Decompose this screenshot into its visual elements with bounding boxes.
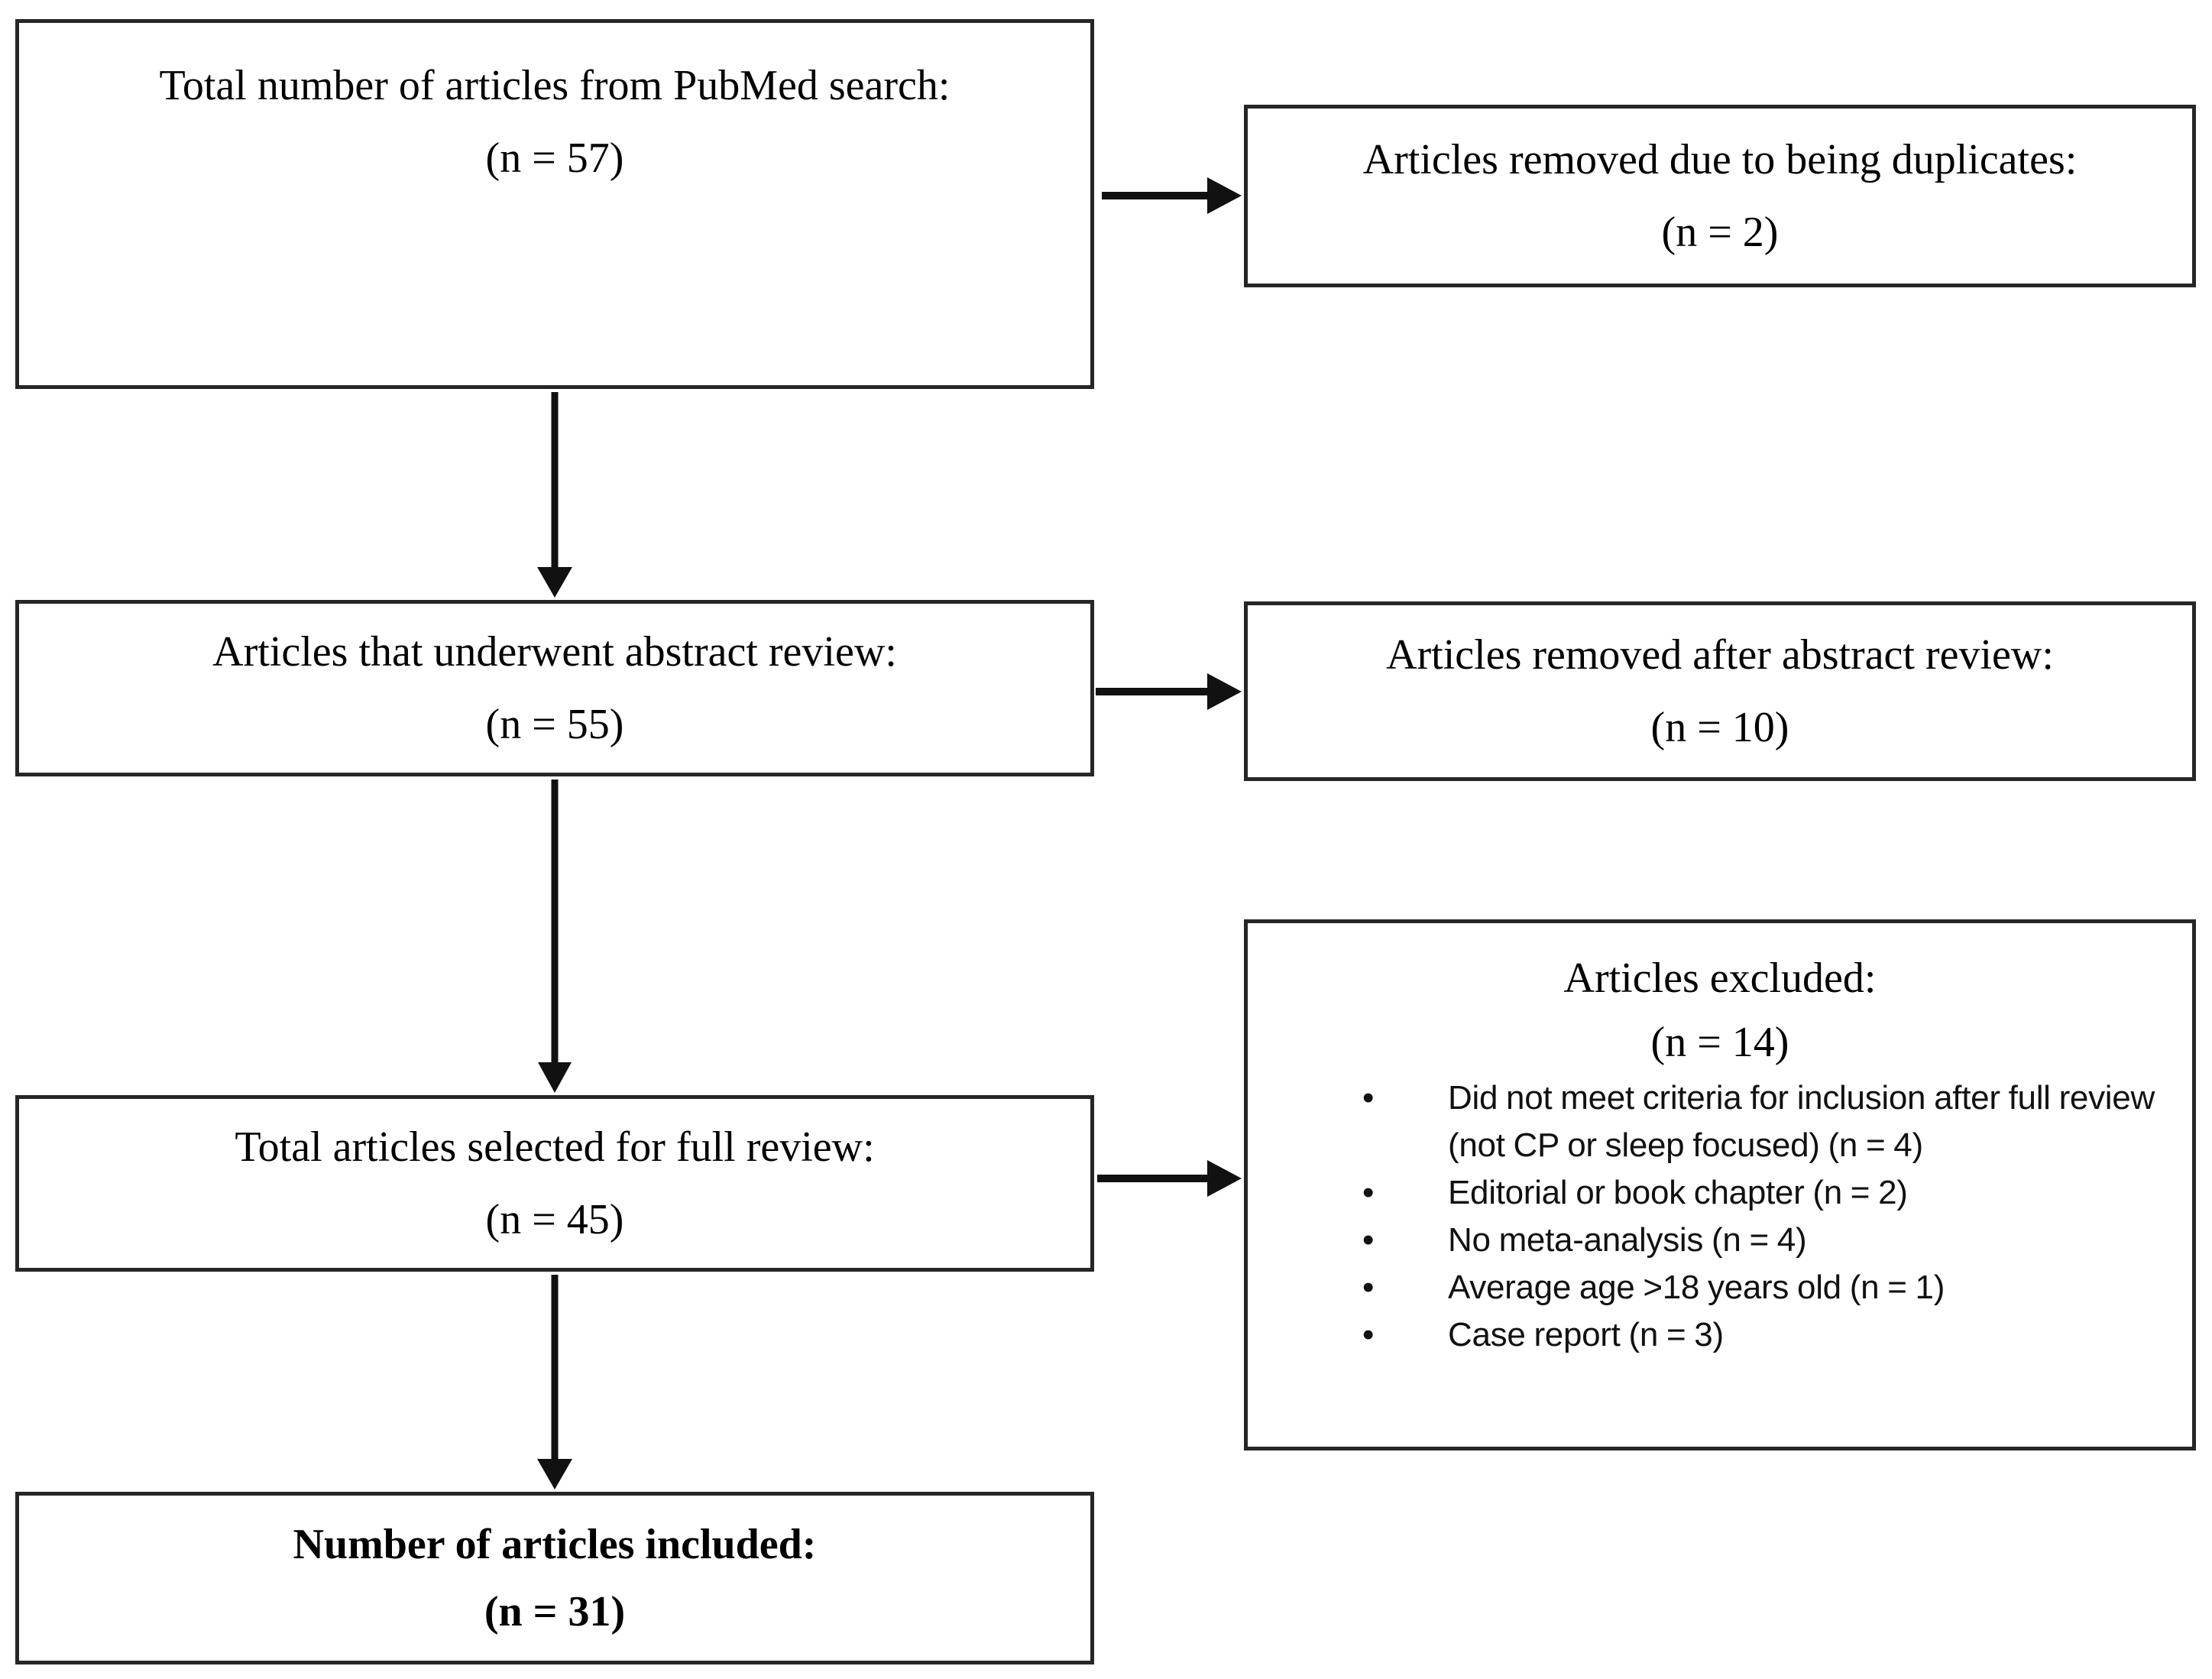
box-pubmed-search-title: Total number of articles from PubMed sea…: [159, 62, 951, 109]
excluded-reason-list: • Did not meet criteria for inclusion af…: [1248, 1074, 2192, 1359]
excluded-reason-text: Did not meet criteria for inclusion afte…: [1448, 1079, 2155, 1164]
arrow-down-abstract-to-full: [538, 780, 572, 1093]
bullet-dot-icon: •: [1362, 1079, 1375, 1117]
arrow-right-abstract-to-removed: [1096, 673, 1242, 710]
box-duplicates-removed-title: Articles removed due to being duplicates…: [1362, 135, 2078, 183]
box-excluded-count: (n = 14): [1650, 1019, 1789, 1066]
box-full-review: Total articles selected for full review:…: [15, 1095, 1094, 1272]
excluded-reason-item: • Editorial or book chapter (n = 2): [1248, 1169, 2192, 1217]
box-abstract-review-count: (n = 55): [485, 700, 624, 748]
box-excluded-title: Articles excluded:: [1563, 955, 1877, 1002]
box-included-count: (n = 31): [484, 1588, 626, 1635]
box-included-title: Number of articles included:: [293, 1521, 817, 1568]
box-full-review-count: (n = 45): [485, 1195, 624, 1243]
bullet-dot-icon: •: [1362, 1221, 1375, 1259]
arrow-down-full-to-included: [537, 1275, 572, 1489]
arrow-down-search-to-abstract: [537, 392, 572, 598]
excluded-reason-text: Editorial or book chapter (n = 2): [1448, 1174, 1908, 1211]
arrow-right-search-to-duplicates: [1102, 177, 1242, 214]
bullet-dot-icon: •: [1362, 1174, 1375, 1211]
excluded-reason-item: • Did not meet criteria for inclusion af…: [1248, 1074, 2192, 1169]
excluded-reason-item: • Case report (n = 3): [1248, 1311, 2192, 1359]
box-excluded: Articles excluded: (n = 14) • Did not me…: [1244, 919, 2196, 1450]
box-duplicates-removed-count: (n = 2): [1661, 208, 1779, 256]
box-abstract-review: Articles that underwent abstract review:…: [15, 600, 1094, 776]
box-pubmed-search: Total number of articles from PubMed sea…: [15, 19, 1094, 389]
excluded-reason-text: Case report (n = 3): [1448, 1316, 1724, 1353]
box-pubmed-search-count: (n = 57): [485, 135, 624, 182]
box-duplicates-removed: Articles removed due to being duplicates…: [1244, 105, 2196, 287]
excluded-reason-text: Average age >18 years old (n = 1): [1448, 1269, 1945, 1306]
box-included: Number of articles included: (n = 31): [15, 1492, 1094, 1664]
box-abstract-review-title: Articles that underwent abstract review:: [212, 627, 897, 676]
box-full-review-title: Total articles selected for full review:: [235, 1123, 875, 1171]
box-abstract-removed-count: (n = 10): [1650, 703, 1789, 751]
excluded-reason-item: • Average age >18 years old (n = 1): [1248, 1264, 2192, 1311]
bullet-dot-icon: •: [1362, 1316, 1375, 1353]
excluded-reason-text: No meta-analysis (n = 4): [1448, 1221, 1807, 1259]
box-abstract-removed: Articles removed after abstract review: …: [1244, 601, 2196, 781]
excluded-reason-item: • No meta-analysis (n = 4): [1248, 1217, 2192, 1264]
arrow-right-full-to-excluded: [1097, 1160, 1242, 1197]
bullet-dot-icon: •: [1362, 1269, 1375, 1306]
box-abstract-removed-title: Articles removed after abstract review:: [1386, 630, 2054, 679]
